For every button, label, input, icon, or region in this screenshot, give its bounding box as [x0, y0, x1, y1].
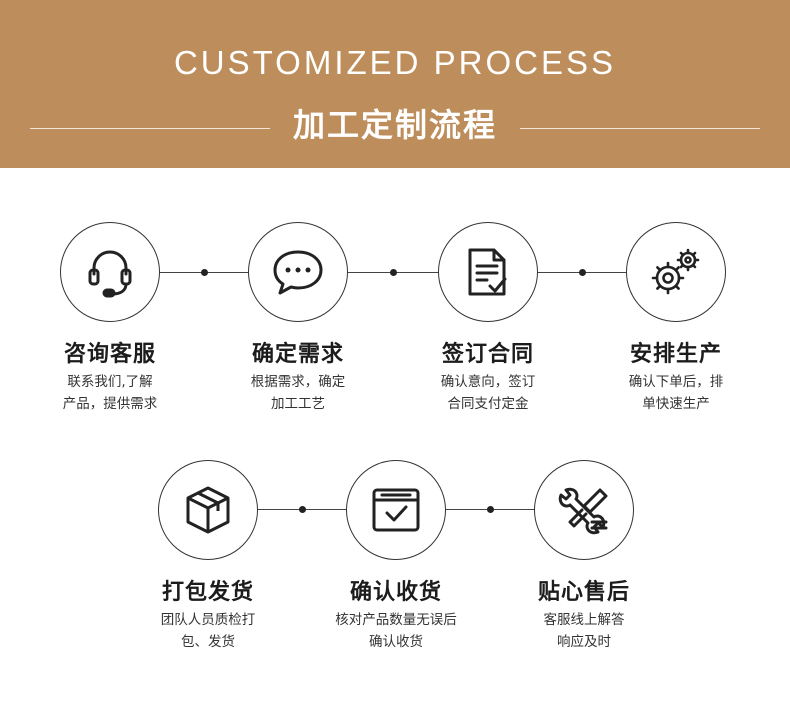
- step-desc-line: 响应及时: [557, 634, 611, 650]
- document-check-icon: [468, 248, 507, 296]
- step-desc-line: 联系我们,了解: [67, 374, 153, 390]
- connector-dot: [299, 506, 306, 513]
- step-desc-line: 产品，提供需求: [62, 396, 158, 412]
- step-desc-line: 确认收货: [369, 634, 423, 650]
- step-desc-line: 合同支付定金: [447, 396, 529, 412]
- step-contract-icon-circle: [438, 222, 538, 322]
- connector-dot: [487, 506, 494, 513]
- banner-title-en: CUSTOMIZED PROCESS: [173, 44, 617, 81]
- step-requirement-icon-circle: [248, 222, 348, 322]
- step-title: 确认收货: [349, 580, 442, 605]
- banner-title-cn: 加工定制流程: [292, 106, 497, 144]
- connector-dot: [201, 269, 208, 276]
- step-title: 贴心售后: [537, 580, 630, 605]
- step-production-icon-circle: [626, 222, 726, 322]
- step-title: 安排生产: [629, 342, 722, 367]
- banner-divider-right: [520, 128, 760, 129]
- wrench-screwdriver-icon: [558, 487, 608, 535]
- step-desc-line: 确认意向，签订: [440, 374, 536, 390]
- step-title: 咨询客服: [63, 342, 156, 367]
- headset-icon: [88, 250, 132, 298]
- package-box-icon: [186, 486, 230, 534]
- step-packing-icon-circle: [158, 460, 258, 560]
- banner-divider-left: [30, 128, 270, 129]
- step-aftersales-icon-circle: [534, 460, 634, 560]
- step-title: 打包发货: [161, 580, 254, 605]
- step-title: 签订合同: [441, 342, 534, 367]
- inbox-check-icon: [372, 488, 420, 532]
- step-desc-line: 单快速生产: [642, 396, 710, 412]
- step-desc-line: 客服线上解答: [543, 612, 625, 628]
- step-desc-line: 核对产品数量无误后: [335, 612, 457, 628]
- header-banner: CUSTOMIZED PROCESS 加工定制流程: [0, 0, 790, 168]
- chat-bubble-icon: [273, 250, 323, 295]
- step-desc-line: 根据需求，确定: [250, 374, 346, 390]
- step-receipt-icon-circle: [346, 460, 446, 560]
- step-title: 确定需求: [251, 342, 344, 367]
- connector-dot: [390, 269, 397, 276]
- step-desc-line: 加工工艺: [271, 396, 325, 412]
- gears-icon: [651, 248, 700, 295]
- step-desc-line: 团队人员质检打: [160, 612, 256, 628]
- step-consult-icon-circle: [60, 222, 160, 322]
- step-desc-line: 包、发货: [181, 634, 235, 650]
- connector-dot: [579, 269, 586, 276]
- step-desc-line: 确认下单后，排: [628, 374, 724, 390]
